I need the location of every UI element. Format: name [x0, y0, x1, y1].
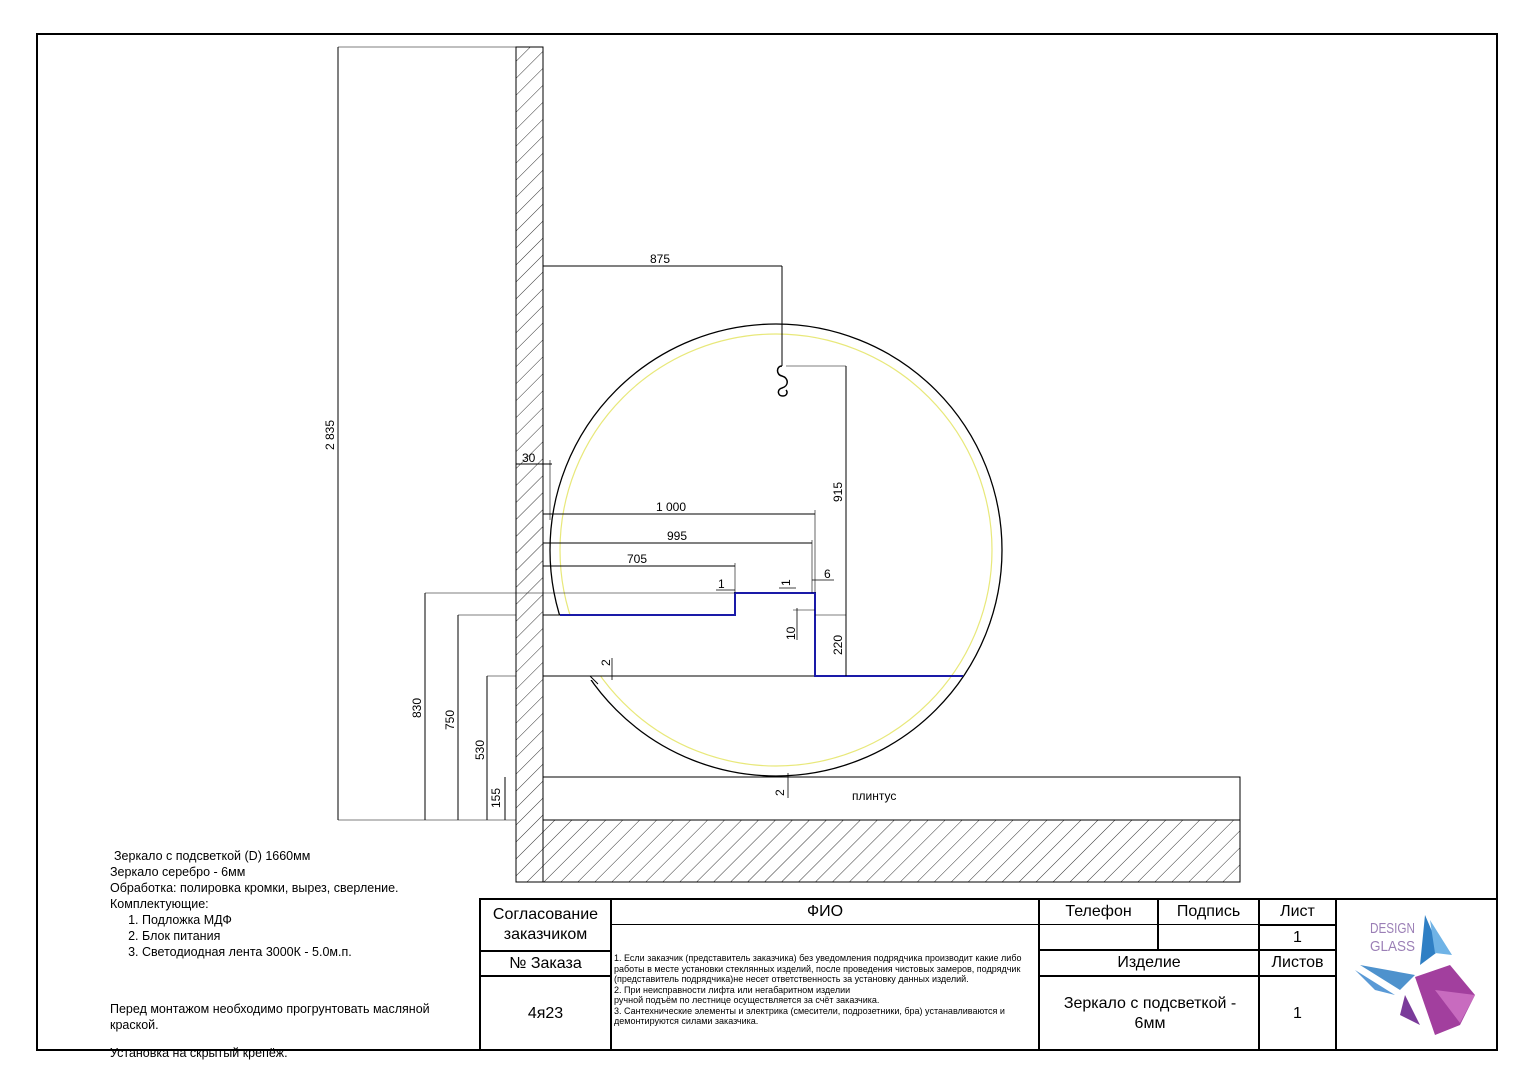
tb-divider: [1038, 975, 1335, 977]
contract-terms: 1. Если заказчик (представитель заказчик…: [614, 953, 1034, 1027]
components-list: Подложка МДФ Блок питания Светодиодная л…: [110, 912, 399, 960]
butterfly-icon: [1355, 915, 1475, 1035]
term-2-cont: ручной подъём по лестнице осуществляется…: [614, 995, 880, 1005]
sheet-label: Лист: [1280, 903, 1315, 920]
sheet-value: 1: [1293, 928, 1302, 946]
note-line-2: Зеркало серебро - 6мм: [110, 865, 246, 879]
approval-label: Согласование заказчиком: [492, 906, 599, 943]
led-strip-ring: [559, 333, 993, 767]
tb-divider: [1038, 924, 1258, 925]
shelf-edge: [589, 675, 599, 685]
tb-divider: [1258, 924, 1335, 926]
note-line-5: Перед монтажом необходимо прогрунтовать …: [110, 1001, 430, 1032]
dim-530: 530: [473, 740, 487, 760]
dim-2a: 2: [599, 659, 613, 666]
drawing-frame: [36, 33, 1498, 1051]
tb-divider: [479, 950, 610, 952]
logo-text-design: DESIGN: [1370, 920, 1415, 937]
list-item: Подложка МДФ: [142, 912, 399, 928]
dim-830: 830: [410, 698, 424, 718]
baseboard: [542, 776, 1241, 821]
dim-1a: 1: [718, 577, 725, 591]
tb-divider: [1038, 949, 1335, 951]
dim-2835: 2 835: [323, 420, 337, 450]
dim-875: 875: [650, 252, 670, 266]
order-value: 4я23: [527, 1005, 564, 1022]
term-1: 1. Если заказчик (представитель заказчик…: [614, 953, 1022, 984]
tb-divider: [1258, 898, 1260, 1051]
product-notes: Зеркало с подсветкой (D) 1660мм Зеркало …: [110, 848, 399, 960]
tb-divider: [479, 975, 610, 977]
dim-6: 6: [824, 567, 831, 581]
sheets-label: Листов: [1271, 954, 1324, 971]
dim-750: 750: [443, 710, 457, 730]
tb-divider: [1335, 898, 1337, 1051]
fio-label: ФИО: [806, 903, 844, 920]
dim-995: 995: [667, 529, 687, 543]
tb-divider: [1038, 898, 1040, 1051]
dim-30: 30: [522, 451, 536, 465]
shelf-mask: [544, 615, 814, 676]
hook-icon: [776, 365, 788, 397]
note-line-3: Обработка: полировка кромки, вырез, свер…: [110, 881, 399, 895]
logo-text-glass: GLASS: [1370, 938, 1415, 955]
dim-705: 705: [627, 552, 647, 566]
list-item: Блок питания: [142, 928, 399, 944]
dim-1000: 1 000: [656, 500, 686, 514]
term-3: 3. Сантехнические элементы и электрика (…: [614, 1005, 1005, 1027]
signature-label: Подпись: [1176, 903, 1241, 920]
tb-divider: [610, 898, 612, 1051]
dim-155: 155: [489, 788, 503, 808]
note-line-1: Зеркало с подсветкой (D) 1660мм: [114, 849, 311, 863]
tb-divider: [610, 924, 1038, 925]
order-label: № Заказа: [509, 954, 582, 972]
dim-915: 915: [831, 482, 845, 502]
title-block: [479, 898, 1498, 1051]
dim-2b: 2: [773, 789, 787, 796]
product-label: Изделие: [1117, 954, 1181, 971]
dim-10: 10: [784, 626, 798, 640]
baseboard-label: плинтус: [852, 789, 896, 803]
note-line-4: Комплектующие:: [110, 897, 209, 911]
installation-notes: Перед монтажом необходимо прогрунтовать …: [110, 988, 470, 1074]
mirror-circle: [549, 323, 1003, 777]
dim-1b: 1: [779, 579, 793, 586]
mirror-cutout-outline: [560, 592, 963, 677]
note-line-6: Установка на скрытый крепёж.: [110, 1046, 288, 1060]
design-glass-logo: DESIGN GLASS: [1355, 915, 1475, 1035]
floor-hatched: [542, 819, 1241, 883]
phone-label: Телефон: [1065, 903, 1132, 920]
dim-220: 220: [831, 635, 845, 655]
product-value: Зеркало с подсветкой - 6мм: [1063, 995, 1237, 1032]
shelf-mask-2: [544, 676, 594, 680]
list-item: Светодиодная лента 3000К - 5.0м.п.: [142, 944, 399, 960]
sheets-value: 1: [1293, 1005, 1302, 1022]
term-2: 2. При неисправности лифта или негабарит…: [614, 984, 851, 995]
